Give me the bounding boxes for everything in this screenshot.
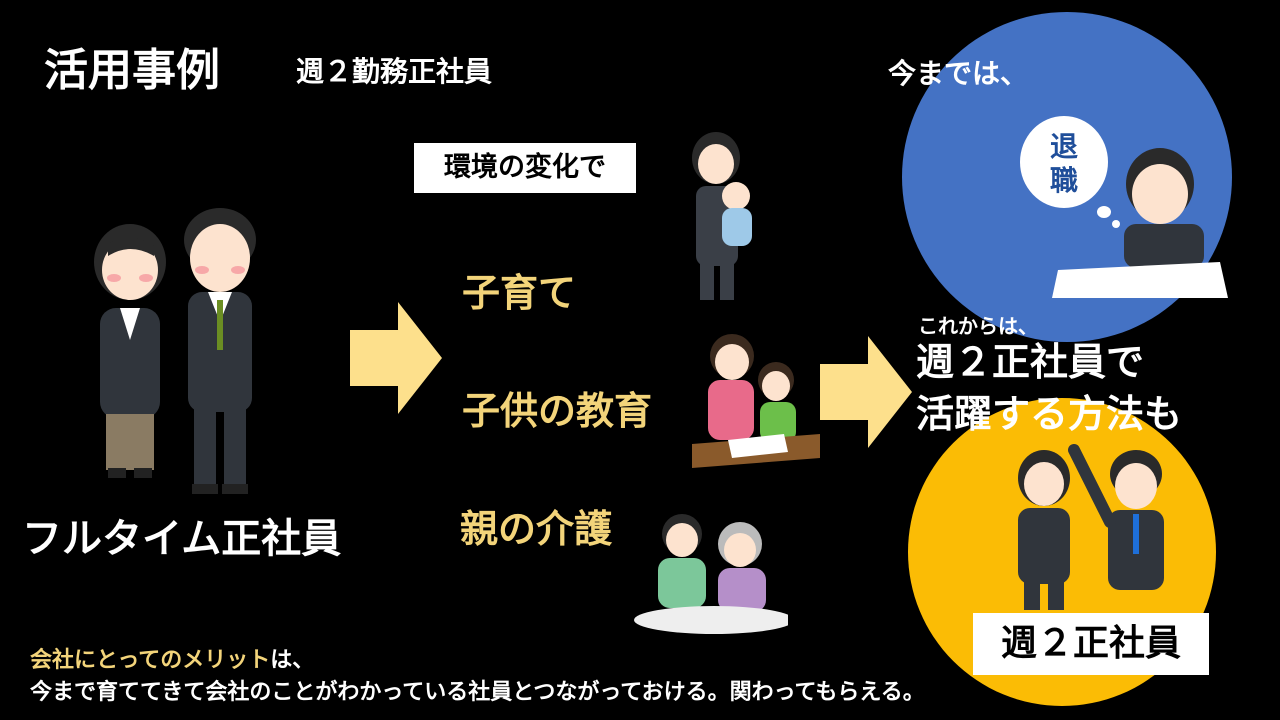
woman-figure xyxy=(94,224,166,478)
man-figure xyxy=(184,208,256,494)
merit-label-suffix: は、 xyxy=(270,648,315,673)
merit-label-text: 会社にとってのメリット xyxy=(30,648,271,673)
future-statement: 週２正社員で 活躍する方法も xyxy=(916,336,1182,440)
elderly-care-illustration xyxy=(634,514,788,634)
environment-change-label: 環境の変化で xyxy=(414,143,636,193)
result-label: 週２正社員 xyxy=(973,613,1209,675)
mother-with-baby-illustration xyxy=(692,132,752,300)
reason-education: 子供の教育 xyxy=(462,389,653,433)
future-statement-line2: 活躍する方法も xyxy=(916,392,1183,436)
fulltime-employee-label: フルタイム正社員 xyxy=(22,516,342,562)
future-intro-label: これからは、 xyxy=(918,314,1038,338)
merit-description: 今まで育ててきて会社のことがわかっている社員とつながっておける。関わってもらえる… xyxy=(30,680,925,705)
bubble-text-line2: 職 xyxy=(1050,164,1078,197)
right-arrow-icon xyxy=(350,302,442,414)
past-label: 今までは、 xyxy=(888,57,1029,90)
retire-thinking-illustration: 退 職 xyxy=(1020,116,1228,298)
fulltime-employees-illustration xyxy=(94,208,256,494)
merit-heading: 会社にとってのメリットは、 xyxy=(30,642,314,674)
active-employees-illustration xyxy=(1018,444,1164,610)
page-subtitle: 週２勤務正社員 xyxy=(296,55,493,88)
page-title: 活用事例 xyxy=(44,45,220,96)
future-statement-line1: 週２正社員で xyxy=(916,340,1145,384)
parent-teaching-child-illustration xyxy=(692,334,820,468)
bubble-text-line1: 退 xyxy=(1050,130,1078,163)
right-arrow-icon xyxy=(820,336,912,448)
reason-nursing-care: 親の介護 xyxy=(460,507,613,551)
reason-childcare: 子育て xyxy=(462,271,577,315)
